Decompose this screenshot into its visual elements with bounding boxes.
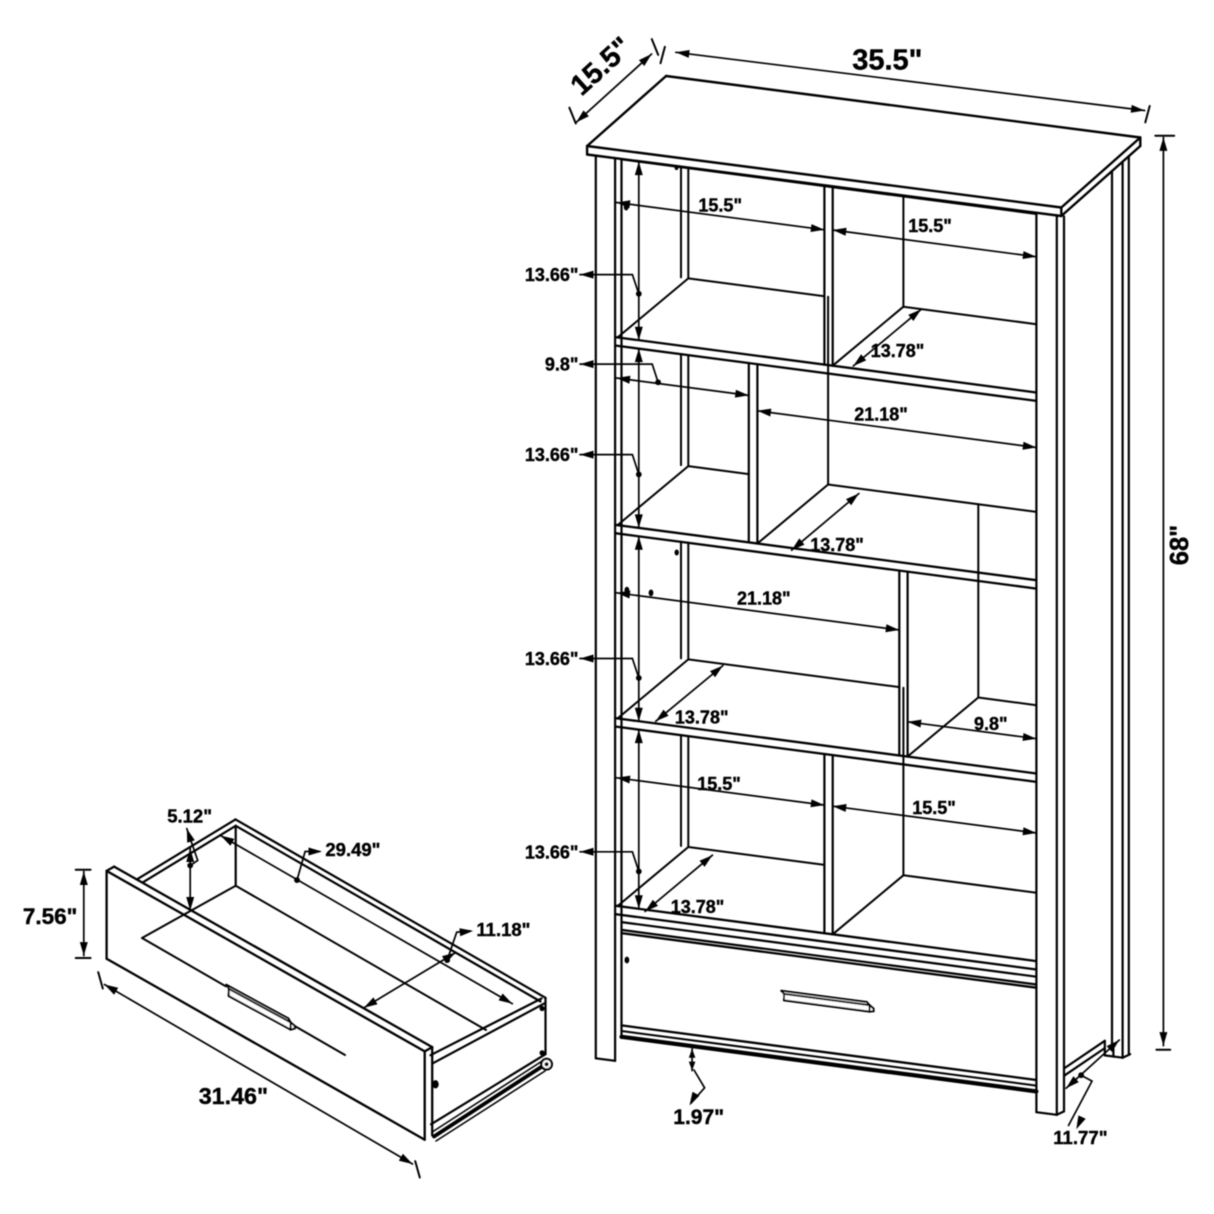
svg-text:13.78": 13.78"	[675, 708, 729, 728]
svg-text:13.66": 13.66"	[525, 842, 579, 862]
svg-text:13.78": 13.78"	[871, 341, 925, 361]
svg-text:15.5": 15.5"	[908, 216, 952, 236]
svg-text:11.18": 11.18"	[476, 919, 530, 940]
svg-text:13.66": 13.66"	[525, 265, 579, 285]
svg-text:1.97": 1.97"	[673, 1106, 724, 1129]
svg-text:9.8": 9.8"	[974, 714, 1008, 734]
svg-text:35.5": 35.5"	[852, 45, 922, 77]
svg-text:21.18": 21.18"	[854, 405, 908, 425]
svg-text:15.5": 15.5"	[698, 196, 742, 216]
svg-text:5.12": 5.12"	[167, 805, 212, 826]
svg-text:15.5": 15.5"	[912, 798, 956, 818]
svg-text:68": 68"	[1166, 525, 1194, 565]
svg-text:15.5": 15.5"	[697, 774, 741, 794]
svg-text:13.66": 13.66"	[525, 445, 579, 465]
svg-text:13.78": 13.78"	[671, 897, 725, 917]
svg-text:31.46": 31.46"	[199, 1083, 268, 1109]
svg-text:21.18": 21.18"	[737, 589, 791, 609]
svg-text:9.8": 9.8"	[545, 355, 579, 375]
svg-text:29.49": 29.49"	[325, 839, 380, 860]
svg-text:13.78": 13.78"	[810, 535, 864, 555]
svg-text:11.77": 11.77"	[1053, 1127, 1107, 1148]
svg-text:7.56": 7.56"	[23, 904, 77, 929]
svg-text:13.66": 13.66"	[525, 649, 579, 669]
